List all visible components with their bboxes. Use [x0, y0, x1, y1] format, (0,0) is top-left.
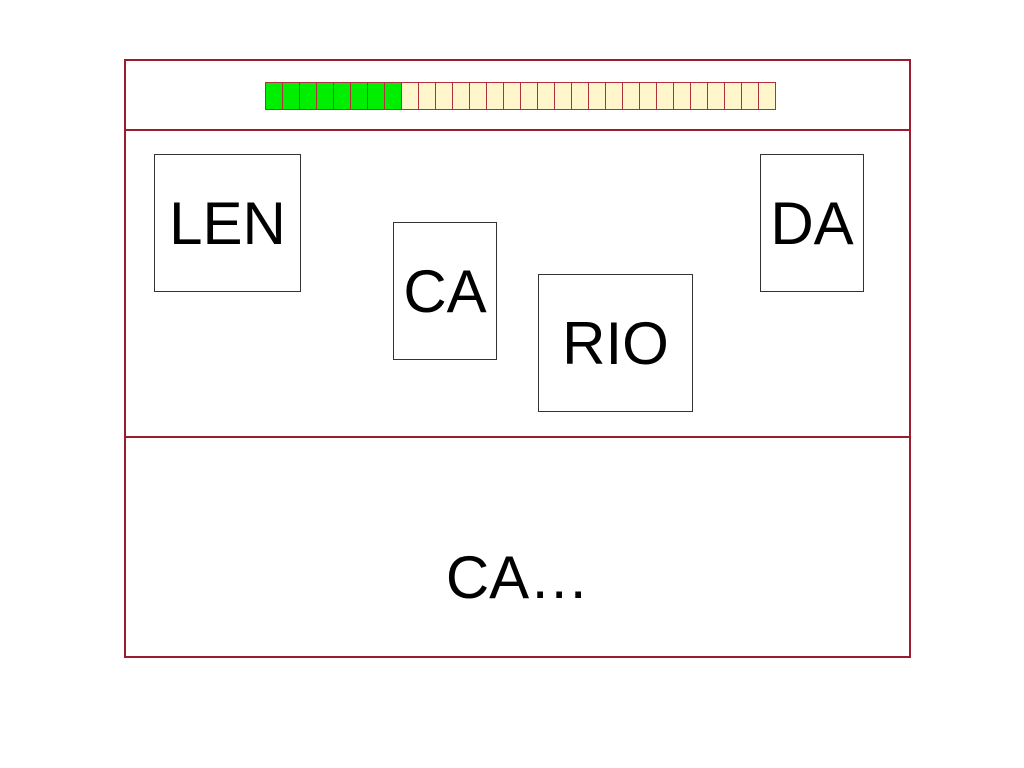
syllable-card-rio[interactable]: RIO	[538, 274, 693, 412]
progress-segment-empty	[555, 82, 572, 110]
progress-segment-filled	[266, 82, 283, 110]
progress-segment-empty	[436, 82, 453, 110]
progress-segment-empty	[640, 82, 657, 110]
progress-segment-filled	[334, 82, 351, 110]
progress-segment-empty	[538, 82, 555, 110]
progress-segment-filled	[317, 82, 334, 110]
progress-segment-empty	[623, 82, 640, 110]
game-frame: LEN CA RIO DA CA…	[124, 59, 911, 658]
progress-segment-empty	[725, 82, 742, 110]
progress-segment-filled	[368, 82, 385, 110]
syllable-card-len[interactable]: LEN	[154, 154, 301, 292]
progress-segment-empty	[691, 82, 708, 110]
syllable-card-da[interactable]: DA	[760, 154, 864, 292]
progress-segment-filled	[385, 82, 402, 110]
progress-segment-empty	[487, 82, 504, 110]
answer-area[interactable]: CA…	[126, 438, 909, 656]
progress-segment-empty	[589, 82, 606, 110]
syllable-area: LEN CA RIO DA	[126, 131, 909, 438]
answer-text: CA…	[445, 544, 590, 611]
progress-segment-empty	[521, 82, 538, 110]
progress-segment-empty	[657, 82, 674, 110]
progress-segment-empty	[606, 82, 623, 110]
progress-segment-empty	[453, 82, 470, 110]
syllable-card-ca[interactable]: CA	[393, 222, 497, 360]
progress-segment-empty	[419, 82, 436, 110]
progress-segment-empty	[504, 82, 521, 110]
progress-segment-empty	[674, 82, 691, 110]
progress-segment-empty	[402, 82, 419, 110]
progress-segment-empty	[708, 82, 725, 110]
progress-segment-filled	[283, 82, 300, 110]
progress-bar	[265, 82, 776, 110]
progress-segment-filled	[351, 82, 368, 110]
progress-segment-filled	[300, 82, 317, 110]
progress-panel	[126, 61, 909, 131]
progress-segment-empty	[572, 82, 589, 110]
progress-segment-empty	[470, 82, 487, 110]
progress-segment-empty	[759, 82, 776, 110]
progress-segment-empty	[742, 82, 759, 110]
